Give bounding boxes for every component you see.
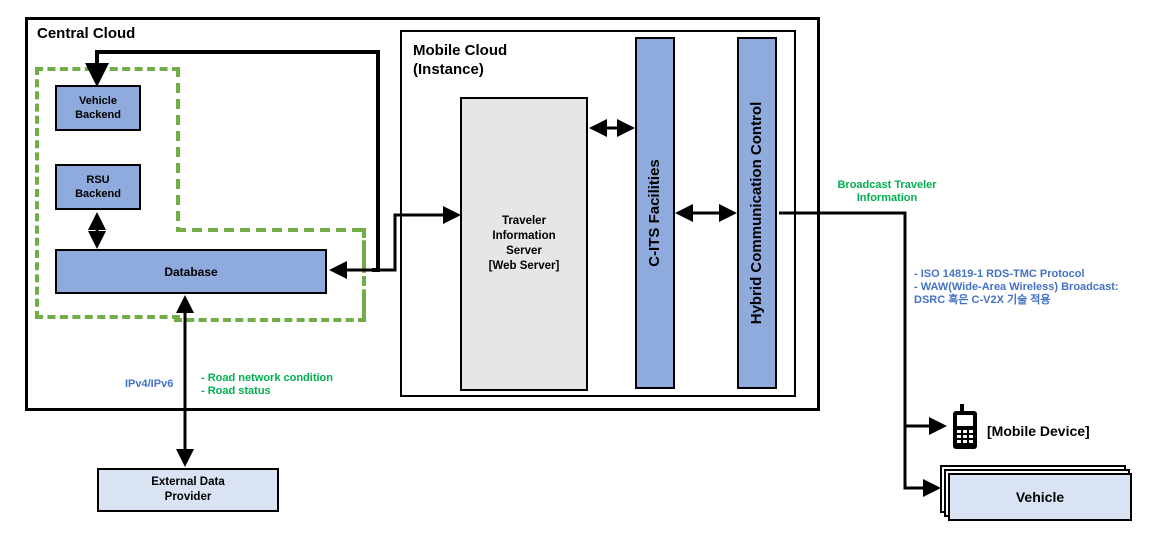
vehicle-label: Vehicle [1015,488,1065,505]
road-info-label: - Road network condition - Road status [201,372,333,398]
mobile-cloud-title-line2: (Instance) [413,61,484,78]
external-provider-line1: External Data [151,476,225,488]
broadcast-traveler-information-label: Broadcast Traveler Information [812,179,962,205]
server-line2: Information [492,230,556,242]
server-line1: Traveler [501,215,547,227]
rsu-backend-box: RSU Backend [55,164,141,210]
vehicle-backend-line1: Vehicle [79,95,117,107]
central-cloud-title: Central Cloud [37,25,136,42]
protocol-line1: - ISO 14819-1 RDS-TMC Protocol [914,268,1085,280]
mobile-cloud-title-line1: Mobile Cloud [413,42,508,59]
protocol-notes: - ISO 14819-1 RDS-TMC Protocol - WAW(Wid… [914,268,1144,307]
mobile-cloud-title: Mobile Cloud (Instance) [413,41,507,79]
database-box: Database [55,249,327,294]
mobile-phone-icon [953,404,977,449]
backend-group-dashed-top-right [176,67,180,232]
c-its-facilities-box: C-ITS Facilities [635,37,675,389]
server-line3: Server [506,245,542,257]
backend-group-dashed-mid [176,228,366,232]
external-data-provider-box: External Data Provider [97,468,279,512]
road-info-line2: - Road status [201,385,271,397]
traveler-information-server-box: Traveler Information Server [Web Server] [460,97,588,391]
protocol-line3: DSRC 혹은 C-V2X 기술 적용 [914,294,1051,306]
mobile-device-label: [Mobile Device] [987,423,1090,439]
broadcast-line2: Information [856,192,918,204]
rsu-backend-line2: Backend [75,188,121,200]
ip-version-label: IPv4/IPv6 [125,378,174,390]
database-label: Database [164,264,218,279]
server-database-link [329,206,461,279]
server-line4: [Web Server] [488,260,560,272]
vehicle-backend-line2: Backend [75,109,121,121]
broadcast-link [779,211,941,497]
vehicle-backend-box: Vehicle Backend [55,85,141,131]
road-info-line1: - Road network condition [201,372,333,384]
hybrid-communication-control-box: Hybrid Communication Control [737,37,777,389]
broadcast-line1: Broadcast Traveler [837,179,937,191]
protocol-line2: - WAW(Wide-Area Wireless) Broadcast: [914,281,1119,293]
vehicle-backend-link [85,50,380,272]
rsu-backend-line1: RSU [86,174,110,186]
external-provider-line2: Provider [164,491,212,503]
vehicle-box: Vehicle [948,473,1132,521]
